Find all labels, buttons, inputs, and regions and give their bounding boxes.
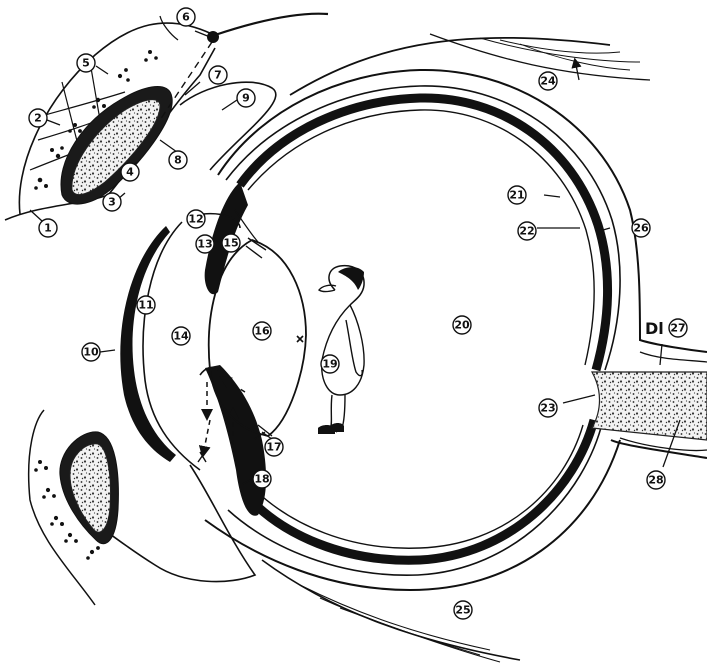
label-7-text: 7 [214, 69, 222, 82]
label-12: 12 [187, 210, 205, 228]
label-1-text: 1 [44, 222, 52, 235]
label-6: 6 [177, 8, 195, 26]
label-8: 8 [169, 151, 187, 169]
label-10: 10 [82, 343, 100, 361]
label-16-text: 16 [254, 325, 270, 338]
label-4-text: 4 [126, 166, 134, 179]
label-28: 28 [647, 471, 665, 489]
label-3-text: 3 [108, 196, 116, 209]
label-20: 20 [453, 316, 471, 334]
small-human-figure [318, 266, 364, 434]
ciliary-body-lower [198, 365, 266, 516]
label-9-text: 9 [242, 92, 250, 105]
label-12-text: 12 [188, 213, 203, 226]
label-4: 4 [121, 163, 139, 181]
optic-nerve [592, 352, 707, 451]
label-15: 15 [222, 234, 240, 252]
label-22-text: 22 [519, 225, 534, 238]
label-27: 27 [669, 319, 687, 337]
label-23-text: 23 [540, 402, 555, 415]
label-2-text: 2 [34, 112, 42, 125]
label-11: 11 [137, 296, 155, 314]
label-3: 3 [103, 193, 121, 211]
label-22: 22 [518, 222, 536, 240]
label-25: 25 [454, 601, 472, 619]
label-20-text: 20 [454, 319, 470, 332]
upper-eyelid [5, 14, 328, 220]
label-10-text: 10 [83, 346, 99, 359]
label-6-text: 6 [182, 11, 190, 24]
label-2: 2 [29, 109, 47, 127]
label-17-text: 17 [266, 441, 281, 454]
label-14: 14 [172, 327, 190, 345]
label-15-text: 15 [223, 237, 238, 250]
label-24: 24 [539, 72, 557, 90]
label-23: 23 [539, 399, 557, 417]
label-21: 21 [508, 186, 526, 204]
label-14-text: 14 [173, 330, 189, 343]
label-8-text: 8 [174, 154, 182, 167]
lower-eyelid [29, 410, 255, 605]
label-18-text: 18 [254, 473, 269, 486]
label-13-text: 13 [197, 238, 212, 251]
label-18: 18 [253, 470, 271, 488]
label-26: 26 [632, 219, 650, 237]
label-24-text: 24 [540, 75, 556, 88]
label-7: 7 [209, 66, 227, 84]
label-13: 13 [196, 235, 214, 253]
dl-annotation: Dl [645, 319, 664, 338]
label-5: 5 [77, 54, 95, 72]
label-27-text: 27 [670, 322, 685, 335]
label-28-text: 28 [648, 474, 663, 487]
label-25-text: 25 [455, 604, 470, 617]
label-11-text: 11 [138, 299, 153, 312]
superior-rectus-muscle [290, 34, 650, 95]
label-1: 1 [39, 219, 57, 237]
label-5-text: 5 [82, 57, 90, 70]
label-19-text: 19 [322, 358, 337, 371]
label-17: 17 [265, 438, 283, 456]
label-26-text: 26 [633, 222, 649, 235]
label-21-text: 21 [509, 189, 524, 202]
label-9: 9 [237, 89, 255, 107]
label-19: 19 [321, 355, 339, 373]
label-16: 16 [253, 322, 271, 340]
